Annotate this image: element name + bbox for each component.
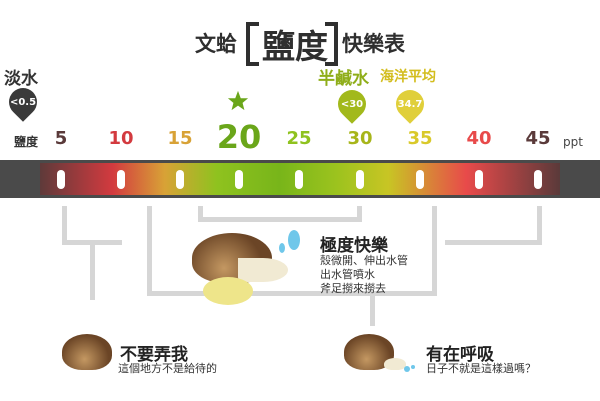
- bar-slot: [57, 170, 65, 189]
- unwanted-body: 這個地方不是給待的: [118, 362, 217, 375]
- connector: [198, 206, 203, 222]
- breathing-title: 有在呼吸: [426, 345, 494, 365]
- tick-10: 10: [108, 128, 134, 149]
- brackish-label: 半鹹水: [318, 69, 369, 89]
- connector: [370, 291, 375, 326]
- bar-slot: [356, 170, 364, 189]
- bar-slot: [117, 170, 125, 189]
- connector: [357, 206, 362, 222]
- tick-30: 30: [347, 128, 373, 149]
- unwanted-title: 不要弄我: [120, 345, 188, 365]
- tick-5: 5: [54, 128, 68, 149]
- freshwater-label: 淡水: [4, 69, 38, 89]
- clam-icon: [62, 334, 112, 370]
- title-main: 鹽度: [262, 27, 328, 66]
- bar-slot: [416, 170, 424, 189]
- tick-15: 15: [167, 128, 193, 149]
- tick-35: 35: [407, 128, 433, 149]
- connector: [537, 206, 542, 244]
- happy-line-1: 殼微開、伸出水管: [320, 254, 408, 267]
- freshwater-value: <0.5: [9, 97, 37, 108]
- bar-slot: [295, 170, 303, 189]
- tick-40: 40: [466, 128, 492, 149]
- breathing-body: 日子不就是這樣過嗎？: [426, 362, 536, 375]
- happy-line-3: 斧足撈來撈去: [320, 282, 386, 295]
- bracket-right: [325, 22, 338, 66]
- title-prefix: 文蛤: [195, 32, 237, 56]
- clam-siphon: [238, 258, 288, 282]
- connector: [62, 206, 67, 244]
- bar-slot: [235, 170, 243, 189]
- bar-slot: [475, 170, 483, 189]
- connector: [147, 206, 152, 296]
- connector: [198, 217, 362, 222]
- connector: [445, 240, 542, 245]
- water-spray-icon: [279, 230, 300, 253]
- seawater-label: 海洋平均: [380, 69, 436, 85]
- connector: [90, 240, 95, 300]
- happy-line-2: 出水管噴水: [320, 268, 375, 281]
- bar-slot: [534, 170, 542, 189]
- tick-45: 45: [525, 128, 551, 149]
- brackish-value: <30: [340, 99, 364, 110]
- seawater-value: 34.7: [397, 99, 423, 110]
- page-title: 文蛤 鹽度 快樂表: [0, 14, 600, 66]
- tick-20: 20: [216, 118, 262, 156]
- star-icon: [227, 90, 249, 111]
- connector: [147, 291, 437, 296]
- water-spray-icon: [404, 365, 415, 372]
- bracket-left: [246, 22, 259, 66]
- title-suffix: 快樂表: [342, 32, 405, 56]
- tick-25: 25: [286, 128, 312, 149]
- bar-slot: [176, 170, 184, 189]
- clam-siphon: [384, 358, 406, 370]
- connector: [432, 206, 437, 296]
- salinity-label: 鹽度: [14, 135, 39, 149]
- unit-label: ppt: [563, 135, 583, 149]
- clam-foot: [203, 277, 253, 305]
- happy-title: 極度快樂: [320, 236, 388, 256]
